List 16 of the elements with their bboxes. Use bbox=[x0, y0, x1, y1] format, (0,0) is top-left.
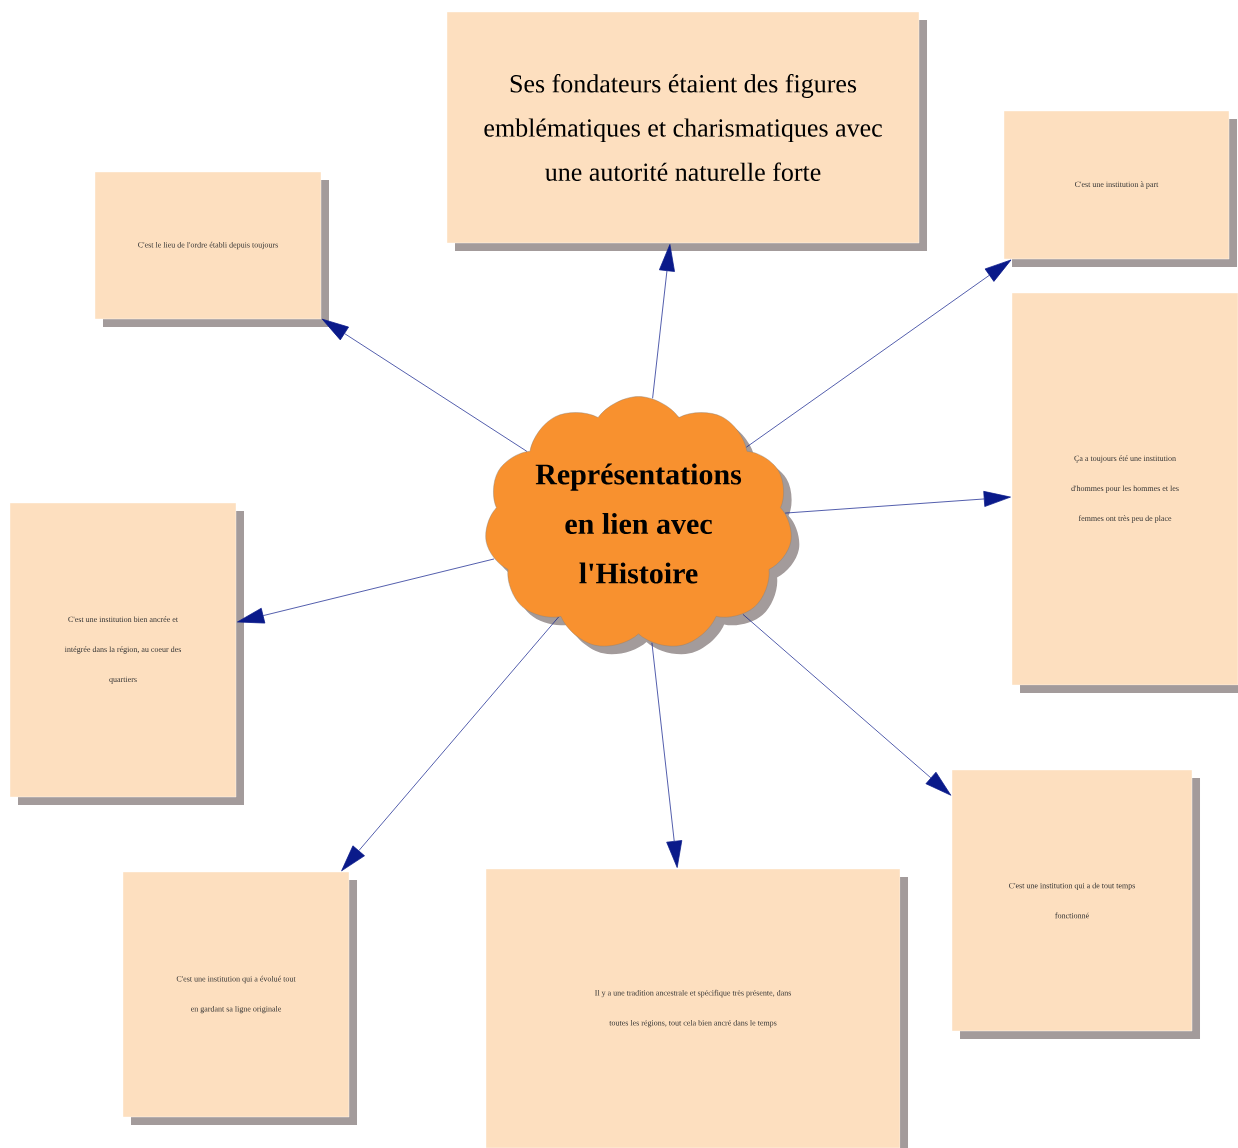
text-box: C'est une institution à part bbox=[1003, 110, 1237, 267]
arrow bbox=[321, 318, 528, 452]
arrow bbox=[652, 244, 675, 399]
arrow bbox=[742, 614, 952, 796]
text-box: Il y a une tradition ancestrale et spécifique très présente, dans toutes les régions, tout cela bien ancré dans le temps bbox=[485, 868, 908, 1148]
arrow bbox=[784, 491, 1011, 514]
text-box: Ses fondateurs étaient des figures emblématiques et charismatiques avec une autorité naturelle forte bbox=[446, 11, 927, 251]
text-box: C'est une institution qui a évolué tout en gardant sa ligne originale bbox=[122, 871, 357, 1125]
arrow bbox=[341, 616, 559, 872]
arrow bbox=[237, 558, 495, 624]
text-box: C'est le lieu de l'ordre établi depuis toujours bbox=[94, 171, 329, 327]
text-box: C'est une institution bien ancrée et intégrée dans la région, au coeur des quartiers bbox=[9, 502, 244, 805]
arrow bbox=[746, 259, 1012, 448]
arrow bbox=[651, 642, 683, 868]
text-box: Ça a toujours été une institution d'hommes pour les hommes et les femmes ont très peu de place bbox=[1011, 292, 1238, 693]
text-box: C'est une institution qui a de tout temps fonctionné bbox=[951, 769, 1200, 1039]
